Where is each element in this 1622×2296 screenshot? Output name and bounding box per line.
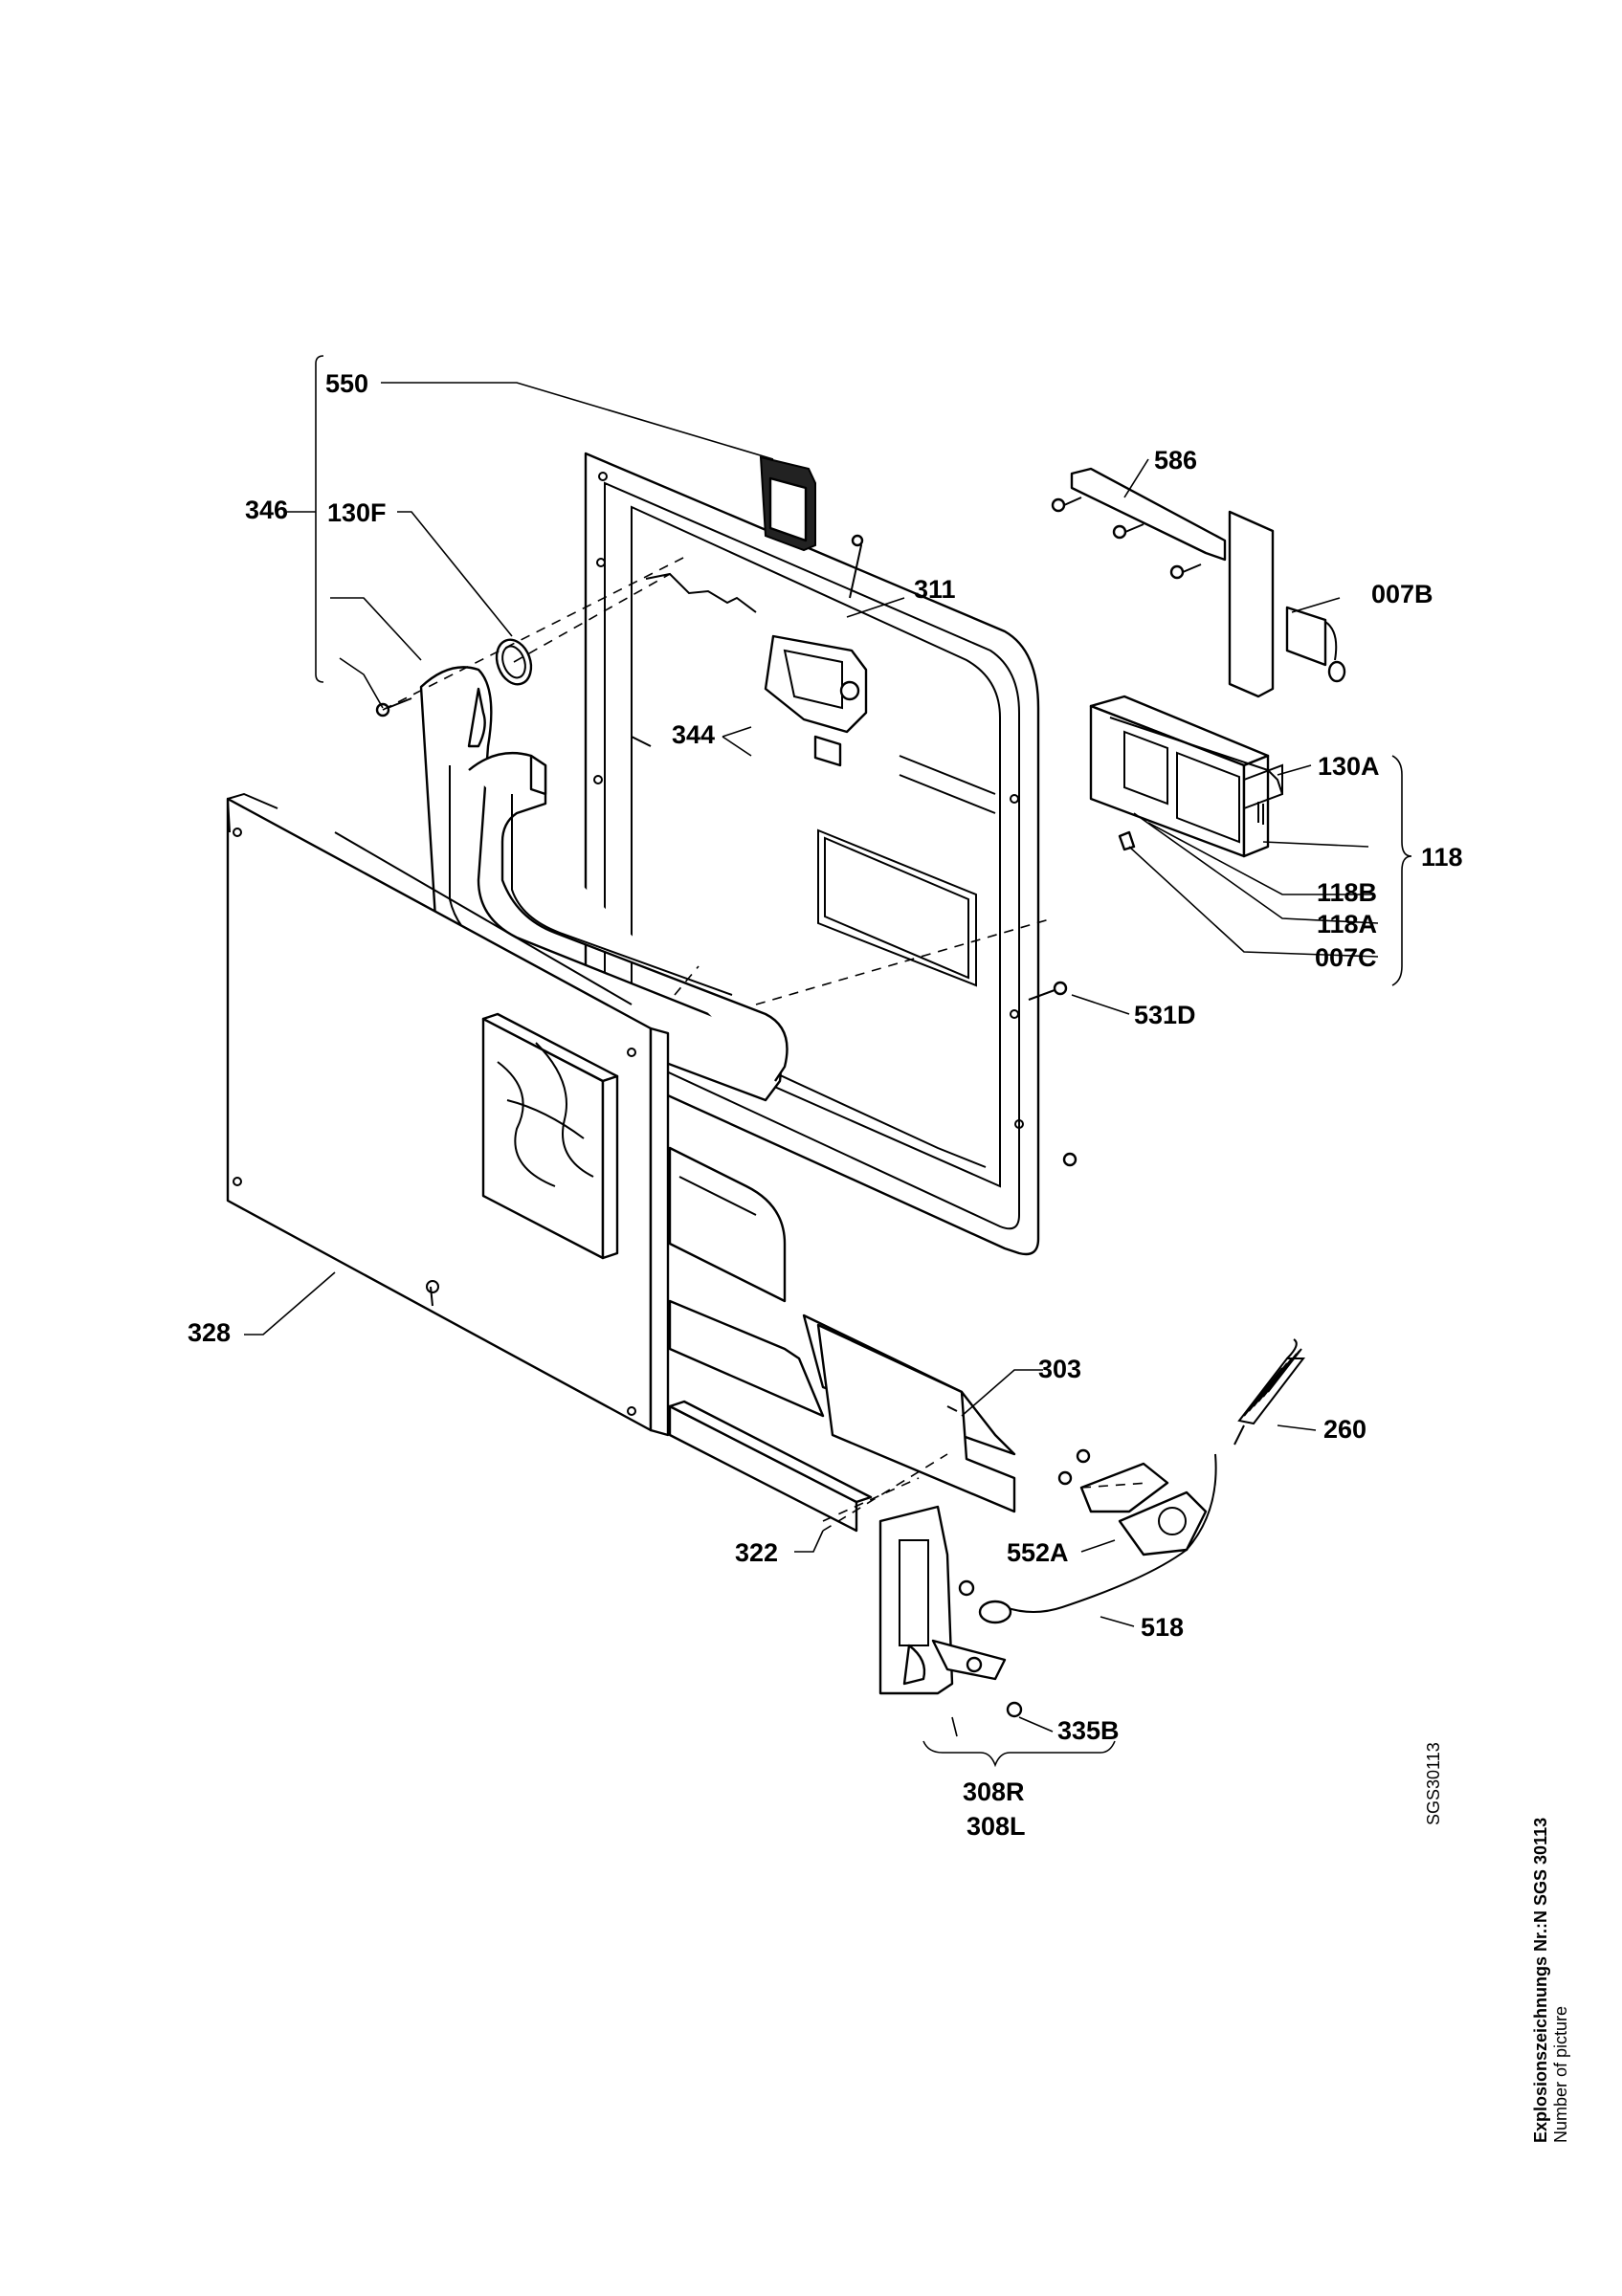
label-311: 311 <box>914 575 956 604</box>
screw-311 <box>849 534 864 599</box>
detergent-dispenser-118 <box>1089 695 1283 858</box>
drawing-number: Explosionszeichnungs Nr.:N SGS 30113 <box>1531 1817 1550 2143</box>
label-260: 260 <box>1323 1415 1366 1444</box>
outer-door-panel-328 <box>226 792 670 1437</box>
label-118A: 118A <box>1317 910 1377 938</box>
microswitch-007B <box>1228 510 1346 698</box>
label-007C: 007C <box>1315 943 1377 972</box>
cover-strip-586 <box>1051 467 1227 580</box>
label-322: 322 <box>735 1538 778 1567</box>
handle-550 <box>759 455 816 552</box>
insulation-pad <box>481 1012 619 1260</box>
leader-lines <box>244 382 1379 1737</box>
label-308L: 308L <box>967 1812 1026 1841</box>
label-335B: 335B <box>1057 1716 1120 1745</box>
brace-346 <box>315 355 324 683</box>
hinge-bar-303 <box>816 1323 1016 1513</box>
cable-518 <box>978 1453 1217 1624</box>
alignment-lines <box>382 554 1149 1532</box>
screw-531D <box>1028 981 1078 1167</box>
hinge-308 <box>878 1505 1023 1718</box>
label-007B: 007B <box>1371 580 1433 608</box>
part-labels: 550 346 130F 586 311 007B 344 130A 118 1… <box>188 369 1463 1841</box>
brace-308 <box>922 1740 1116 1768</box>
label-328: 328 <box>188 1318 231 1347</box>
label-346: 346 <box>245 496 288 524</box>
label-130F: 130F <box>327 498 387 527</box>
drawing-title-block: Explosionszeichnungs Nr.:N SGS 30113 Num… <box>1531 1818 1571 2143</box>
label-552A: 552A <box>1007 1538 1069 1567</box>
label-308R: 308R <box>963 1777 1025 1806</box>
label-344: 344 <box>672 720 715 749</box>
label-303: 303 <box>1038 1355 1081 1383</box>
label-518: 518 <box>1141 1613 1184 1642</box>
drawing-number-caption: Number of picture <box>1551 2005 1570 2143</box>
spring-260 <box>1233 1338 1306 1446</box>
label-130A: 130A <box>1318 752 1380 781</box>
hinge-lever-552A <box>1057 1448 1208 1556</box>
label-118: 118 <box>1421 843 1463 872</box>
label-531D: 531D <box>1134 1001 1196 1029</box>
label-586: 586 <box>1154 446 1197 475</box>
reference-code: SGS30113 <box>1424 1742 1443 1825</box>
rail-322 <box>668 1400 873 1533</box>
brace-118 <box>1391 755 1412 986</box>
label-550: 550 <box>325 369 368 398</box>
door-lock-344 <box>764 634 868 767</box>
label-118B: 118B <box>1317 878 1377 907</box>
